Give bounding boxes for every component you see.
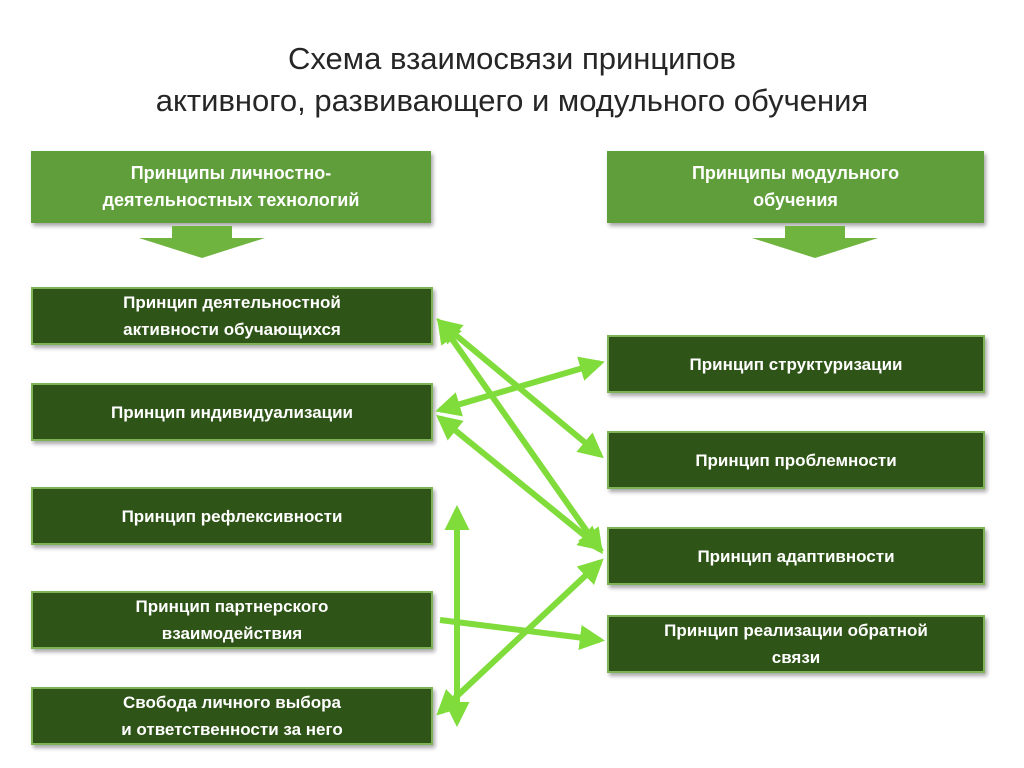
left-header-down-arrow (139, 226, 265, 258)
left-box-label: Свобода личного выбора и ответственности… (121, 693, 343, 739)
left-box-label: Принцип партнерского взаимодействия (135, 597, 329, 643)
arrow-individualization-adaptivity (436, 414, 604, 552)
right-box-adaptivity: Принцип адаптивности (607, 527, 985, 585)
right-box-structuring: Принцип структуризации (607, 335, 985, 393)
left-box-reflexivity: Принцип рефлексивности (31, 487, 433, 545)
right-header: Принципы модульного обучения (607, 151, 984, 223)
diagram-title: Схема взаимосвязи принципов активного, р… (0, 38, 1024, 122)
right-box-problem-based: Принцип проблемности (607, 431, 985, 489)
title-line-1: Схема взаимосвязи принципов (288, 41, 736, 76)
left-header-label: Принципы личностно- деятельностных техно… (102, 163, 360, 210)
right-box-feedback: Принцип реализации обратной связи (607, 615, 985, 673)
arrow-individualization-structuring (435, 356, 605, 417)
arrow-freedom-adaptivity (436, 558, 604, 716)
right-box-label: Принцип проблемности (695, 450, 897, 470)
left-box-label: Принцип индивидуализации (110, 402, 354, 422)
arrow-partnership-feedback (439, 617, 606, 651)
right-box-label: Принцип адаптивности (697, 546, 895, 566)
left-box-activity: Принцип деятельностной активности обучаю… (31, 287, 433, 345)
left-box-label: Принцип деятельностной активности обучаю… (123, 293, 341, 339)
right-box-label: Принцип структуризации (689, 354, 903, 374)
title-line-2: активного, развивающего и модульного обу… (155, 83, 869, 118)
right-header-down-arrow (752, 226, 878, 258)
left-box-label: Принцип рефлексивности (121, 506, 343, 526)
left-box-freedom-of-choice: Свобода личного выбора и ответственности… (31, 687, 433, 745)
left-header: Принципы личностно- деятельностных техно… (31, 151, 431, 223)
left-box-partnership: Принцип партнерского взаимодействия (31, 591, 433, 649)
left-box-individualization: Принцип индивидуализации (31, 383, 433, 441)
right-header-label: Принципы модульного обучения (691, 163, 900, 210)
right-box-label: Принцип реализации обратной связи (664, 621, 928, 667)
